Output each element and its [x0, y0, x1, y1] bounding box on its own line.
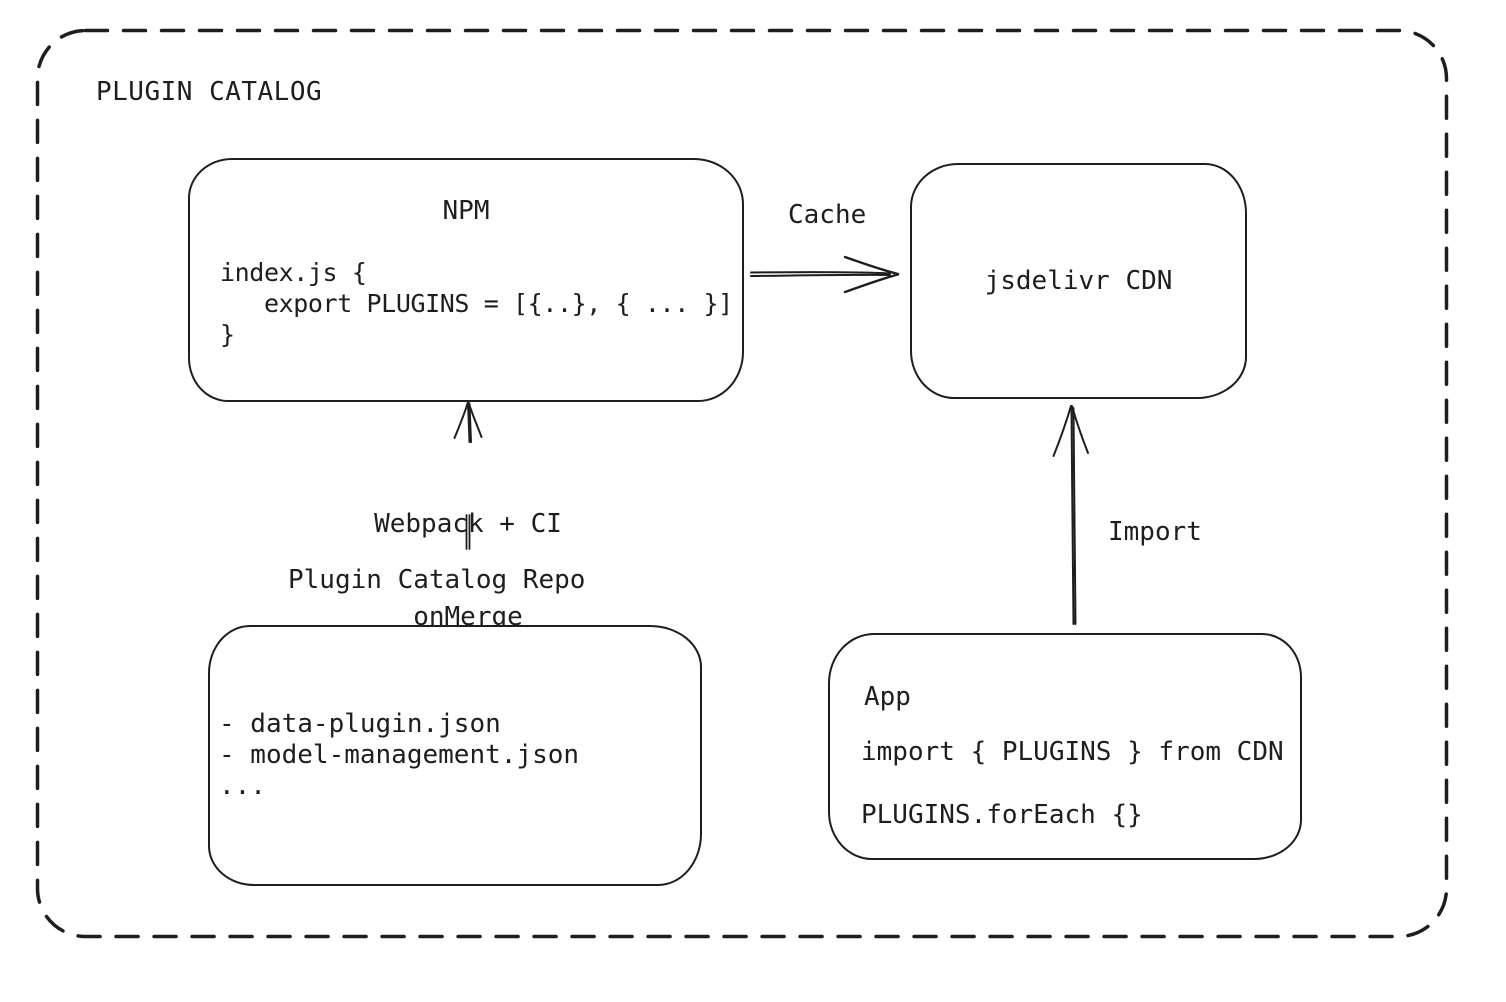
code-line: }	[220, 320, 235, 349]
build-arrow	[453, 401, 483, 443]
dashed-boundary	[35, 28, 1449, 939]
npm-node: NPM index.js { export PLUGINS = [{..}, {…	[188, 158, 744, 402]
repo-file-item: - data-plugin.json	[219, 709, 501, 739]
code-line: import { PLUGINS } from CDN	[861, 737, 1284, 767]
build-label-line: Webpack + CI	[374, 509, 562, 539]
app-node: App import { PLUGINS } from CDN PLUGINS.…	[828, 633, 1302, 860]
npm-code-block: index.js { export PLUGINS = [{..}, { ...…	[220, 257, 733, 350]
code-line: PLUGINS.forEach {}	[861, 800, 1143, 830]
app-node-title: App	[864, 682, 911, 712]
import-arrow	[1052, 405, 1089, 625]
repo-file-item: ...	[219, 771, 266, 801]
code-line: export PLUGINS = [{..}, { ... }]	[220, 289, 733, 318]
diagram-title: PLUGIN CATALOG	[96, 77, 323, 107]
build-connector-line	[465, 514, 471, 550]
cache-arrow	[750, 255, 900, 294]
npm-node-title: NPM	[442, 196, 490, 226]
repo-file-item: - model-management.json	[219, 740, 580, 770]
import-arrow-label: Import	[1108, 517, 1202, 547]
cdn-node: jsdelivr CDN	[910, 163, 1247, 399]
repo-node-title: Plugin Catalog Repo	[288, 565, 586, 595]
repo-node: - data-plugin.json - model-management.js…	[208, 625, 702, 886]
repo-file-list: - data-plugin.json - model-management.js…	[219, 709, 579, 802]
code-line: index.js {	[220, 258, 367, 287]
cdn-node-label: jsdelivr CDN	[984, 266, 1173, 296]
plugin-catalog-frame	[35, 28, 1449, 939]
cache-arrow-label: Cache	[788, 200, 867, 230]
